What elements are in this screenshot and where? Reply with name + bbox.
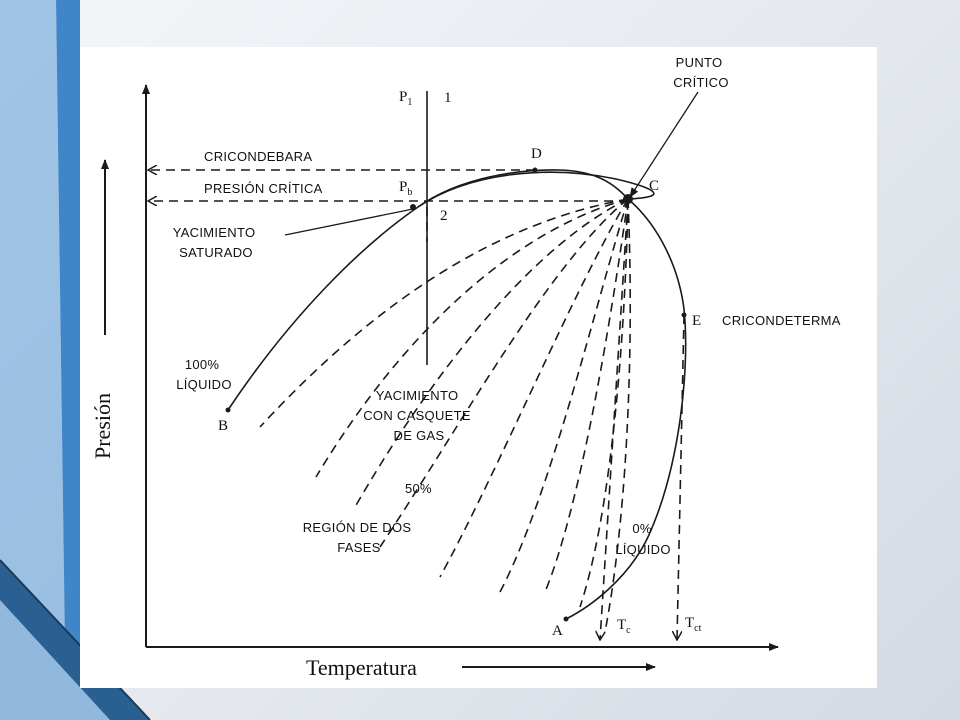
point-a-marker [563,616,569,622]
quality-line [259,198,629,428]
tc-drop-line [600,200,629,640]
saturated-reservoir-label: YACIMIENTO SATURADO [173,225,260,260]
quality-line [439,198,629,578]
p1-label: P1 [399,89,412,108]
critical-point-pointer [629,91,699,198]
cricondentherm-label: CRICONDETERMA [722,313,841,328]
liquid-0-label: 0% LÍQUIDO [615,521,671,557]
tct-drop-line [677,314,685,640]
quality-line [544,198,629,593]
quality-line [354,198,629,508]
point-d-marker [532,167,538,173]
tc-label: Tc [617,617,631,636]
point-c-label: C [649,178,659,194]
accent-bar-blue [56,0,80,720]
point-b-marker [225,407,231,413]
quality-line [604,198,632,633]
pb-label: Pb [399,179,412,198]
bubble-point-curve [227,171,655,411]
point-b-label: B [218,418,228,434]
point-pb-marker [410,204,416,210]
envelope-top [417,169,629,208]
quality-line [315,198,629,478]
cricondenbar-label: CRICONDEBARA [204,149,312,164]
critical-pressure-label: PRESIÓN CRÍTICA [204,181,323,196]
accent-corner-light [0,600,110,720]
accent-corner-line [0,559,151,720]
point-e-marker [681,312,687,318]
quality-line [379,198,629,548]
phase-diagram-frame: Presión Temperatura P1 1 Pb 2 D C E B A … [80,47,877,688]
quality-line [499,198,629,593]
x-axis-label: Temperatura [306,655,417,680]
saturated-pointer [284,208,414,236]
point-2-label: 2 [440,208,448,224]
critical-point-marker [623,194,633,204]
accent-bar-light [0,0,66,720]
two-phase-region-label: REGIÓN DE DOS FASES [303,520,416,555]
critical-point-label: PUNTO CRÍTICO [673,55,729,90]
liquid-100-label: 100% LÍQUIDO [176,357,232,392]
point-d-label: D [531,146,542,162]
tct-label: Tct [685,615,702,634]
gas-cap-reservoir-label: YACIMIENTO CON CASQUETE DE GAS [363,388,475,443]
phase-diagram: Presión Temperatura P1 1 Pb 2 D C E B A … [90,55,841,680]
fifty-percent-label: 50% [405,481,432,496]
point-1-label: 1 [444,90,452,106]
point-e-label: E [692,313,701,329]
quality-line [579,198,629,608]
y-axis-label: Presión [90,393,115,459]
point-a-label: A [552,623,563,639]
